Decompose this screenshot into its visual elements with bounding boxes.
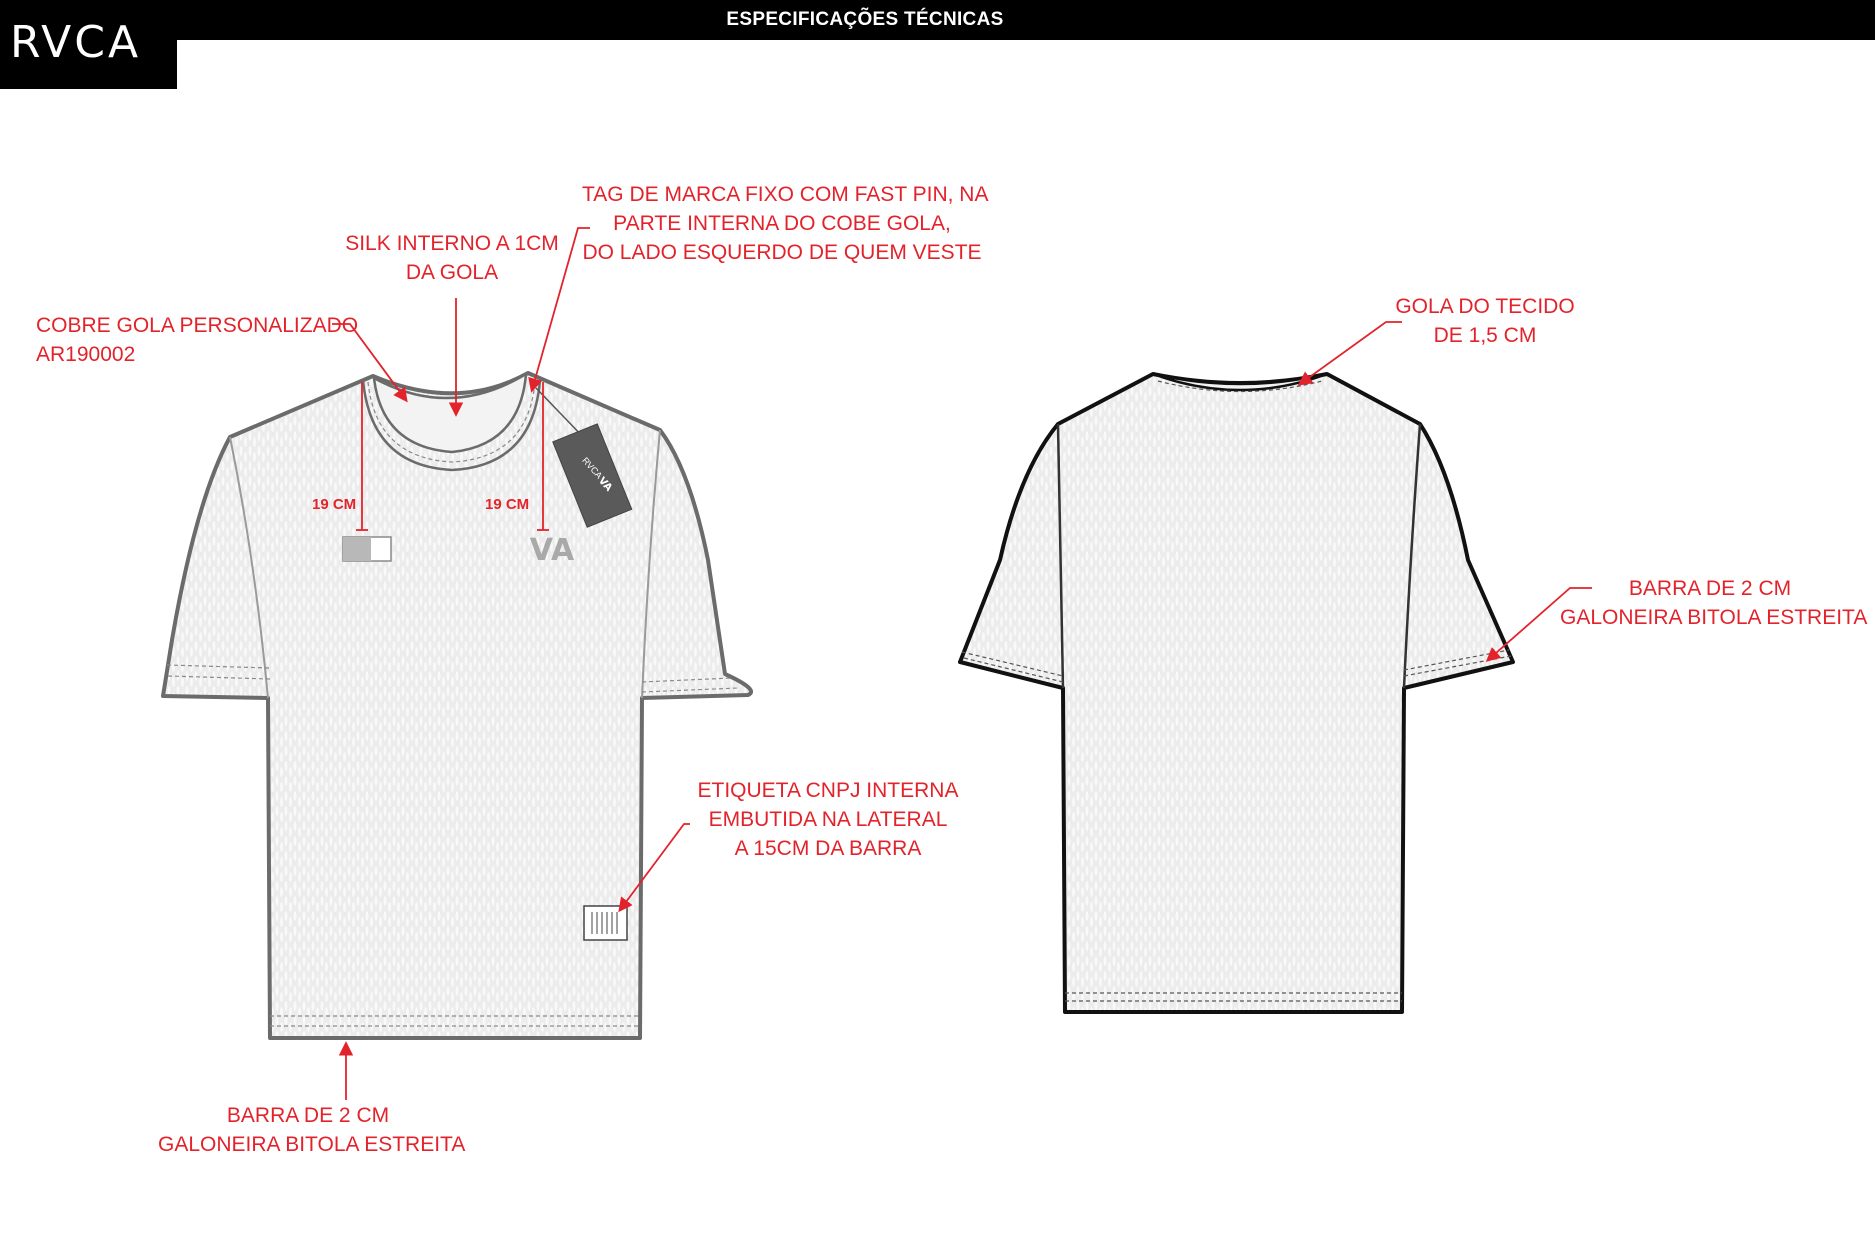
front-tshirt: VA RVCA VA	[161, 371, 754, 1040]
chest-logo: VA	[530, 533, 575, 568]
note-etiqueta-cnpj: ETIQUETA CNPJ INTERNA EMBUTIDA NA LATERA…	[697, 779, 959, 860]
note-barra-front: BARRA DE 2 CM GALONEIRA BITOLA ESTREITA	[158, 1104, 466, 1156]
note-gola-tecido: GOLA DO TECIDO DE 1,5 CM	[1395, 295, 1575, 347]
note-cobre-gola: COBRE GOLA PERSONALIZADO AR190002	[36, 314, 359, 366]
brand-logo: RVCA	[0, 0, 177, 89]
back-tshirt-body	[958, 372, 1515, 1014]
note-silk-interno: SILK INTERNO A 1CM DA GOLA	[345, 232, 559, 284]
front-tshirt-body	[161, 371, 754, 1040]
front-collar-rib	[361, 379, 542, 472]
page-title: ESPECIFICAÇÕES TÉCNICAS	[726, 9, 1004, 30]
annotation-lines	[332, 227, 1592, 1100]
header-bar	[0, 0, 1875, 40]
measure-right: 19 CM	[485, 496, 530, 513]
note-tag-de-marca: TAG DE MARCA FIXO COM FAST PIN, NA PARTE…	[582, 183, 989, 264]
back-tshirt	[958, 372, 1515, 1014]
back-collar	[1152, 372, 1328, 392]
chest-label-patch	[342, 536, 392, 562]
brand-logo-text: RVCA	[10, 17, 142, 68]
hang-tag: RVCA VA	[535, 387, 633, 528]
cnpj-label	[583, 905, 628, 941]
note-barra-manga: BARRA DE 2 CM GALONEIRA BITOLA ESTREITA	[1560, 577, 1868, 629]
measure-left: 19 CM	[312, 496, 357, 513]
